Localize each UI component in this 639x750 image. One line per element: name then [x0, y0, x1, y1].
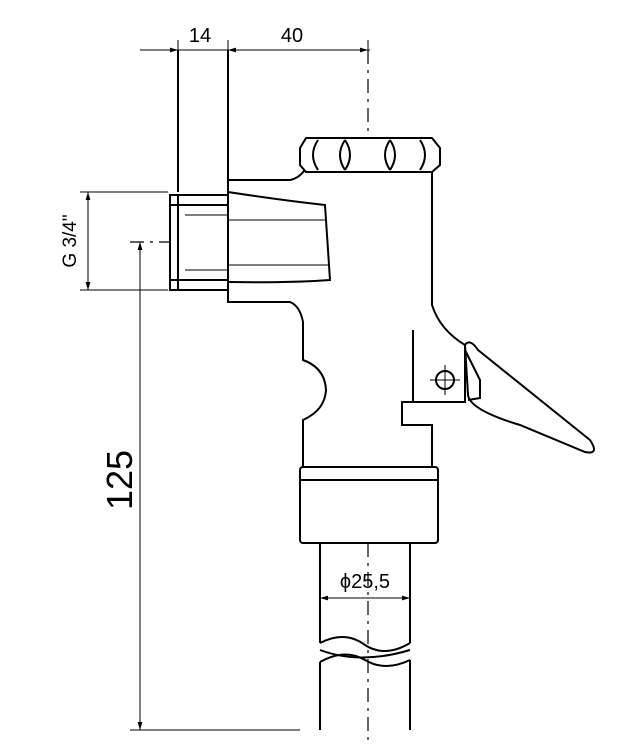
- dim-label-14: 14: [189, 25, 211, 47]
- knurled-cap: [299, 137, 441, 173]
- push-lever: [430, 341, 595, 454]
- wall-plate: [177, 50, 229, 192]
- dim-label-40: 40: [281, 25, 303, 47]
- dimension-thread: G 3/4": [60, 191, 168, 291]
- valve-body: [227, 159, 466, 468]
- dim-label-125: 125: [99, 450, 140, 510]
- dim-label-thread: G 3/4": [60, 214, 81, 267]
- dimension-top: 14 40: [140, 25, 370, 55]
- dimension-diameter: ϕ25,5: [320, 571, 410, 601]
- outlet-pipe: [319, 543, 411, 730]
- dimension-height: 125: [99, 242, 300, 731]
- lower-nut: [299, 466, 439, 544]
- inlet-thread-nut: [169, 194, 229, 291]
- dim-label-diameter: ϕ25,5: [340, 571, 390, 593]
